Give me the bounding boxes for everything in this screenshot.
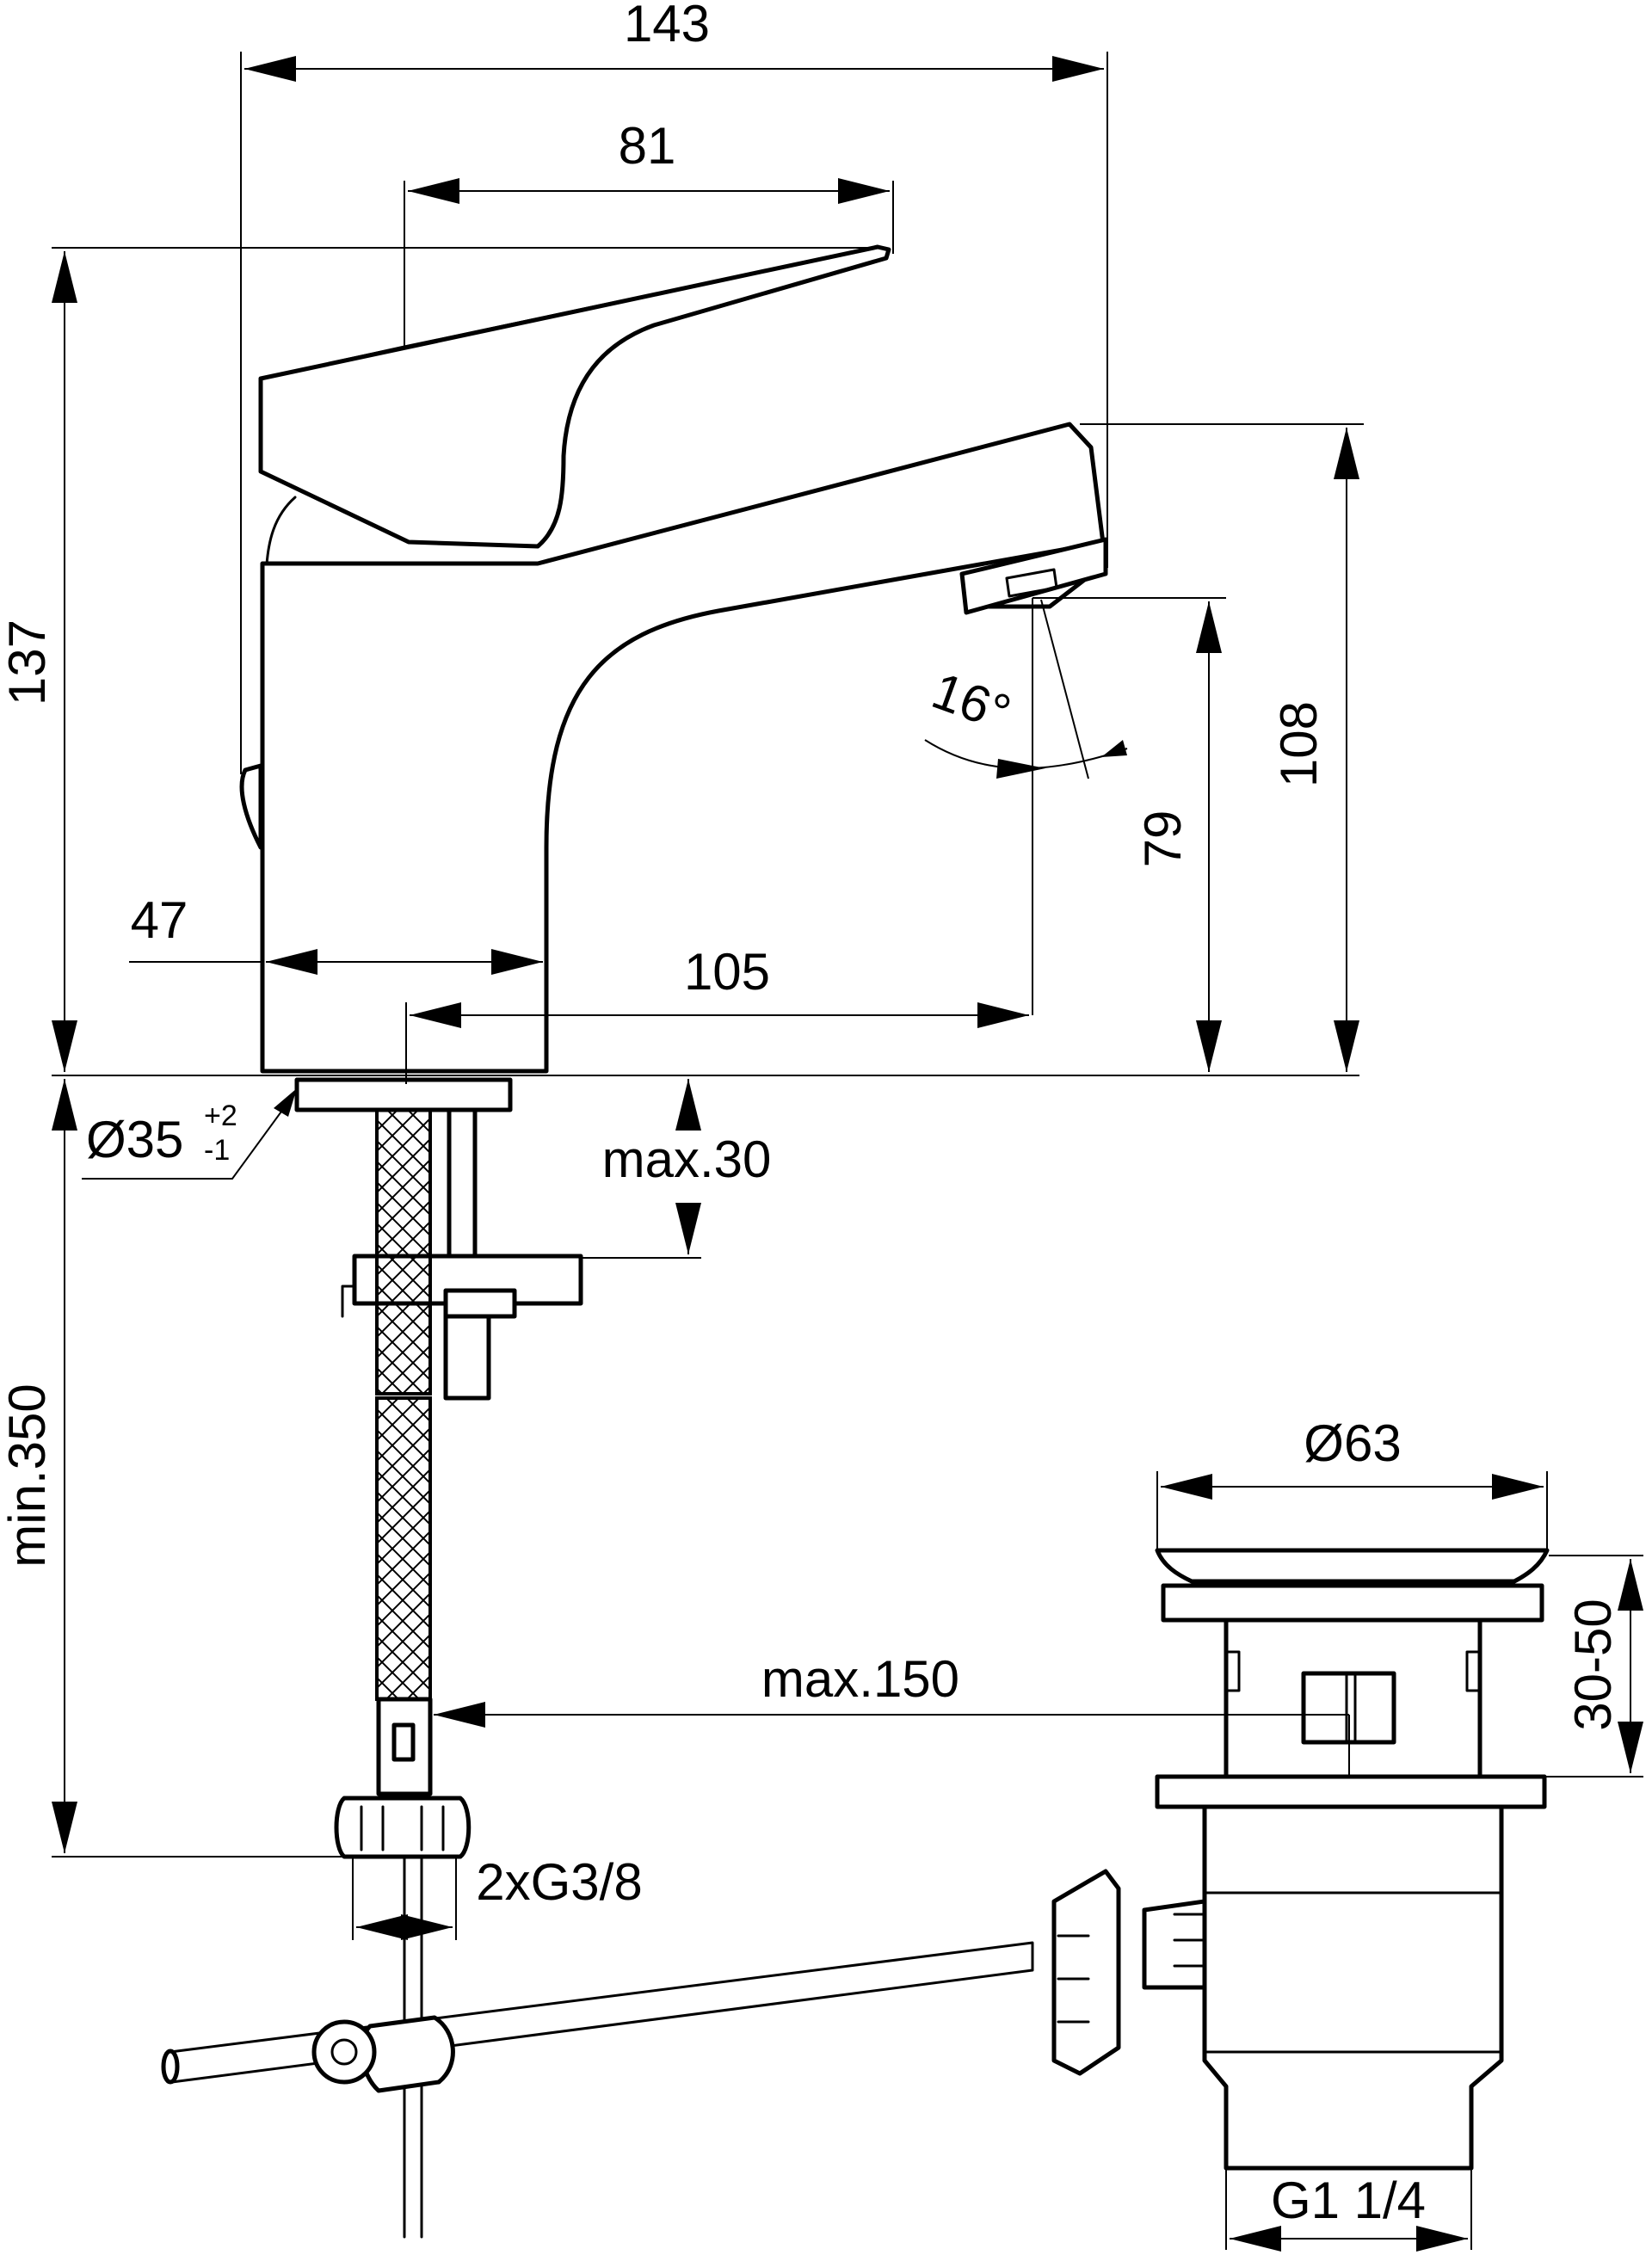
mounting-nut <box>443 1301 491 1401</box>
dim-counter-thickness: max.30 <box>602 1131 772 1188</box>
dim-lever-length: 81 <box>619 117 676 175</box>
dim-rod-length: max.150 <box>761 1650 959 1708</box>
pivot-rod <box>169 1941 1034 2084</box>
aerator <box>959 537 1108 615</box>
dim-base-diameter: Ø35 <box>86 1111 183 1168</box>
waste-flange <box>1161 1583 1544 1623</box>
rear-button <box>239 763 263 850</box>
lever-hinge <box>265 496 297 566</box>
waste-body-lower <box>1202 1804 1504 2171</box>
dim-overall-height: 137 <box>0 619 56 705</box>
mounting <box>341 1107 583 1401</box>
waste-collar <box>1155 1774 1547 1809</box>
hose-fitting-slot <box>391 1722 416 1762</box>
dim-hose-length: min.350 <box>0 1383 56 1567</box>
dim-spout-reach: 105 <box>684 943 770 1001</box>
screw <box>341 1285 356 1318</box>
spout-top-edge <box>536 422 1071 565</box>
dim-hose-thread: 2xG3/8 <box>476 1853 642 1911</box>
dim-spout-angle: 16° <box>925 662 1018 742</box>
popup-waste <box>161 1548 1550 2171</box>
dim-overall-width: 143 <box>624 0 710 52</box>
dim-base-diameter-tol-upper: +2 <box>204 1100 237 1132</box>
dim-outlet-clearance: 79 <box>1134 810 1192 868</box>
aerator-slot <box>1005 568 1058 598</box>
flexible-hose <box>334 1108 472 2239</box>
lever <box>258 244 891 549</box>
pivot-nut <box>1051 1869 1121 2076</box>
dimension-labels: 143 81 137 108 79 16° 47 105 Ø35 +2 -1 m… <box>0 0 1622 2229</box>
dim-base-to-axis: 47 <box>131 891 188 949</box>
rod-end <box>161 2049 180 2085</box>
hose-braid-upper <box>375 1108 432 1396</box>
base-ring <box>294 1077 513 1112</box>
hose-nut <box>334 1796 472 1859</box>
mounting-washer <box>443 1288 517 1319</box>
dim-waste-thread: G1 1/4 <box>1271 2172 1426 2229</box>
clamp-screw <box>311 2019 377 2085</box>
dim-waste-diameter: Ø63 <box>1304 1414 1401 1472</box>
hose-braid-lower <box>375 1396 432 1701</box>
dimension-lines <box>52 52 1643 2252</box>
dim-spout-height: 108 <box>1270 701 1328 787</box>
dim-waste-adjust: 30-50 <box>1564 1599 1622 1730</box>
waste-plug-cap <box>1155 1548 1550 1584</box>
stud <box>447 1107 478 1259</box>
dim-base-diameter-tol-lower: -1 <box>204 1134 230 1167</box>
faucet <box>239 244 1108 1112</box>
